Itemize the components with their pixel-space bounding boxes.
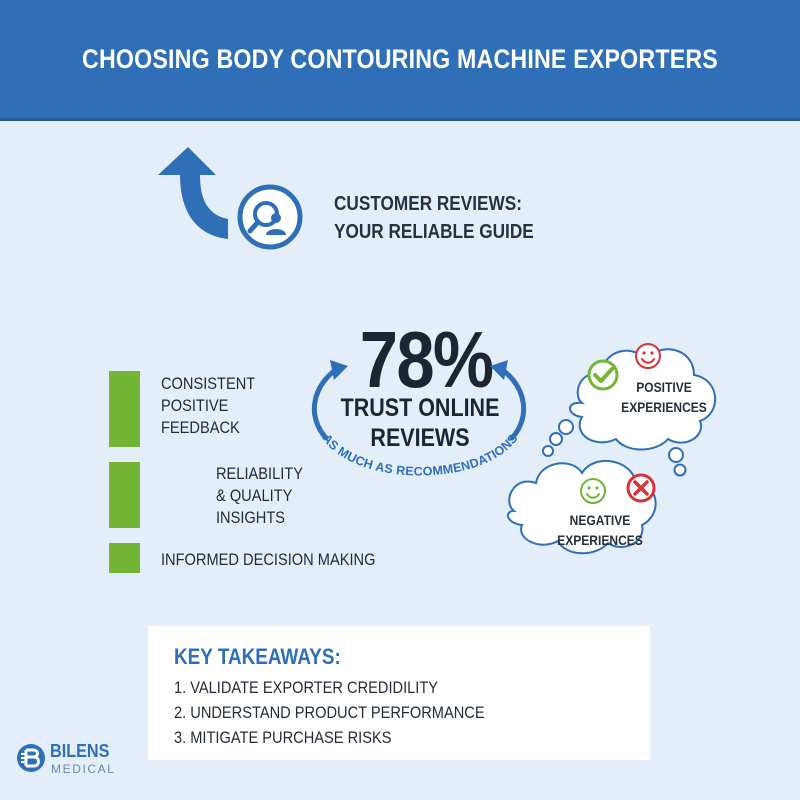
trust-text-line1: TRUST ONLINE (340, 394, 500, 422)
smiley-icon (580, 478, 606, 504)
key-takeaways-panel: KEY TAKEAWAYS: 1. VALIDATE EXPORTER CRED… (148, 626, 650, 760)
takeaways-heading: KEY TAKEAWAYS: (174, 644, 341, 669)
thought-bubble (558, 419, 574, 435)
trust-text: TRUST ONLINE REVIEWS (330, 393, 511, 453)
svg-text:AS MUCH AS RECOMMENDATIONS: AS MUCH AS RECOMMENDATIONS (320, 431, 521, 478)
bilens-logo-icon (17, 744, 45, 772)
reviews-heading-line1: CUSTOMER REVIEWS: (334, 193, 522, 215)
logo-name: BILENS (50, 741, 110, 761)
factor-3: INFORMED DECISION MAKING (161, 549, 375, 571)
thought-bubble (549, 432, 563, 446)
negative-cloud-label: NEGATIVE EXPERIENCES (548, 510, 651, 550)
factor-1-line: FEEDBACK (161, 418, 240, 437)
negative-label-line1: NEGATIVE (569, 512, 631, 528)
takeaway-item: 1. VALIDATE EXPORTER CREDIDILITY (174, 678, 439, 697)
stat-curve: AS MUCH AS RECOMMENDATIONS (311, 360, 527, 479)
curved-up-arrow-icon (158, 147, 228, 239)
right-arc-arrow (497, 365, 527, 441)
takeaway-item: 3. MITIGATE PURCHASE RISKS (174, 728, 392, 747)
factor-1-line: CONSISTENT (161, 374, 256, 393)
trust-percentage: 78% (359, 315, 494, 404)
check-icon (587, 359, 619, 391)
factor-2-line: INSIGHTS (216, 508, 286, 527)
left-arc-arrow (311, 365, 341, 441)
smiley-icon (635, 343, 661, 369)
factor-2-line: RELIABILITY (216, 464, 303, 483)
experience-clouds (506, 343, 716, 555)
positive-cloud-label: POSITIVE EXPERIENCES (621, 377, 707, 417)
factor-1: CONSISTENT POSITIVE FEEDBACK (161, 373, 255, 439)
thought-bubble (668, 447, 684, 463)
thought-bubble (542, 445, 554, 457)
positive-label-line2: EXPERIENCES (621, 399, 707, 415)
reviews-heading-line2: YOUR RELIABLE GUIDE (334, 221, 534, 243)
reviews-heading: CUSTOMER REVIEWS: YOUR RELIABLE GUIDE (334, 190, 534, 246)
header-banner: CHOOSING BODY CONTOURING MACHINE EXPORTE… (0, 0, 800, 121)
factor-bar-2 (109, 462, 140, 528)
factor-bar-1 (109, 371, 140, 447)
curve-text: AS MUCH AS RECOMMENDATIONS (320, 431, 521, 478)
factor-2: RELIABILITY & QUALITY INSIGHTS (216, 463, 303, 529)
page-title: CHOOSING BODY CONTOURING MACHINE EXPORTE… (82, 44, 718, 74)
positive-label-line1: POSITIVE (636, 379, 692, 395)
factor-2-line: & QUALITY (216, 486, 293, 505)
factor-3-line: INFORMED DECISION MAKING (161, 550, 376, 569)
user-search-icon (237, 184, 303, 250)
factor-1-line: POSITIVE (161, 396, 229, 415)
trust-text-line2: REVIEWS (370, 424, 470, 452)
negative-label-line2: EXPERIENCES (557, 532, 643, 548)
x-icon (626, 473, 656, 503)
takeaway-item: 2. UNDERSTAND PRODUCT PERFORMANCE (174, 703, 485, 722)
factor-bar-3 (109, 543, 140, 573)
negative-cloud (506, 459, 657, 555)
logo-subtitle: MEDICAL (51, 762, 116, 776)
thought-bubble (673, 463, 687, 477)
